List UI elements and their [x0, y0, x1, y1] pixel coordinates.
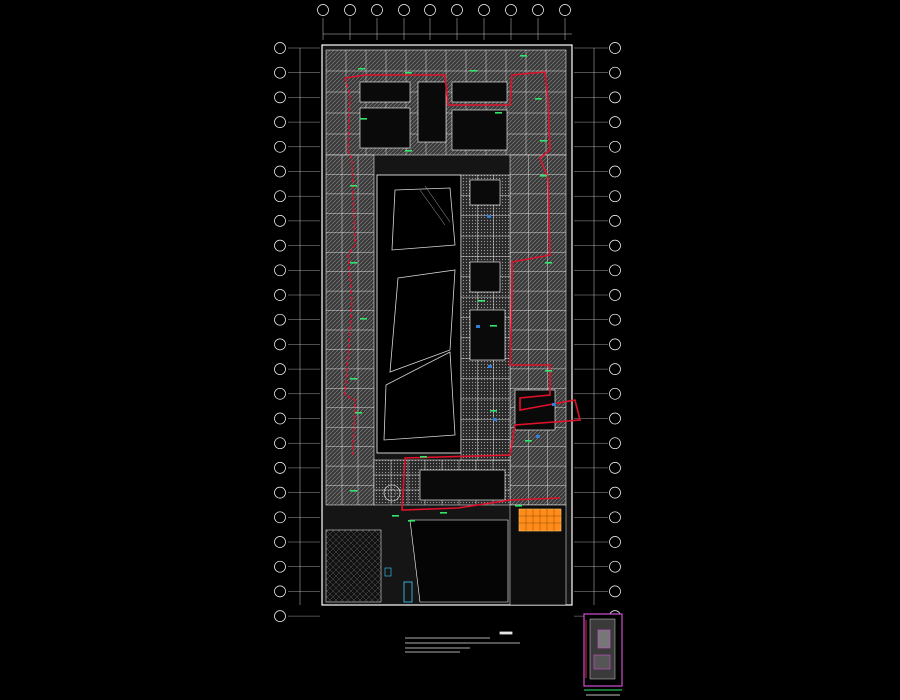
grid-bubble-left	[274, 363, 286, 375]
grid-bubble-left	[274, 239, 286, 252]
grid-bubble-right	[609, 585, 621, 598]
grid-bubble-left	[274, 215, 286, 227]
drawing-notes	[405, 631, 520, 653]
grid-bubble-left	[274, 264, 286, 277]
grid-bubble-right	[609, 66, 621, 79]
grid-bubble-right	[609, 215, 621, 227]
entry-circle	[383, 484, 401, 502]
building-envelope	[321, 44, 573, 606]
grid-bubble-right	[609, 387, 621, 400]
grid-bubble-left	[274, 91, 286, 104]
grid-bubble-top	[317, 4, 329, 16]
grid-bubble-right	[609, 536, 621, 548]
grid-bubble-left	[274, 437, 286, 450]
grid-bubble-left	[274, 66, 286, 79]
grid-bubble-right	[609, 338, 621, 351]
grid-bubble-left	[274, 486, 286, 499]
courtyard-polygon-middle	[389, 269, 456, 373]
grid-bubble-top	[398, 4, 410, 16]
grid-bubble-left	[274, 289, 286, 301]
central-courtyard	[376, 174, 462, 454]
grid-bubble-right	[609, 264, 621, 277]
grid-bubble-right	[609, 239, 621, 252]
grid-bubble-right	[609, 412, 621, 425]
grid-axis-lines	[288, 18, 608, 617]
south-atrium	[409, 519, 509, 603]
cyan-detail	[403, 581, 413, 603]
grid-bubble-top	[532, 4, 544, 16]
courtyard-polygon-north	[391, 187, 456, 251]
courtyard-polygon-south	[383, 351, 456, 441]
grid-bubble-right	[609, 437, 621, 450]
grid-bubble-right	[609, 165, 621, 178]
grid-bubble-left	[274, 610, 286, 622]
grid-bubble-top	[371, 4, 383, 16]
grid-axis-bubbles	[274, 4, 621, 622]
grid-bubble-left	[274, 560, 286, 573]
grid-bubble-left	[274, 412, 286, 425]
grid-bubble-left	[274, 42, 286, 54]
grid-bubble-right	[609, 363, 621, 375]
grid-bubble-right	[609, 462, 621, 474]
grid-bubble-left	[274, 536, 286, 548]
grid-bubble-left	[274, 116, 286, 128]
grid-bubble-left	[274, 585, 286, 598]
grid-bubble-left	[274, 338, 286, 351]
grid-bubble-right	[609, 486, 621, 499]
grid-bubble-left	[274, 165, 286, 178]
grid-bubble-left	[274, 462, 286, 474]
grid-bubble-right	[609, 289, 621, 301]
room-partitions	[326, 50, 566, 505]
equipment-tags	[350, 55, 556, 522]
grid-bubble-top	[424, 4, 436, 16]
key-plan-legend	[583, 613, 623, 696]
grid-bubble-left	[274, 190, 286, 203]
grid-bubble-left	[274, 511, 286, 524]
grid-bubble-right	[609, 42, 621, 54]
grid-bubble-right	[609, 511, 621, 524]
grid-bubble-left	[274, 140, 286, 153]
grid-bubble-right	[609, 313, 621, 326]
grid-bubble-right	[609, 116, 621, 128]
grid-bubble-top	[478, 4, 490, 16]
grid-bubble-top	[451, 4, 463, 16]
evacuation-route	[344, 71, 582, 511]
south-entry-plaza	[325, 529, 382, 603]
grid-bubble-top	[505, 4, 517, 16]
grid-bubble-right	[609, 140, 621, 153]
grid-bubble-top	[344, 4, 356, 16]
grid-bubble-right	[609, 190, 621, 203]
grid-bubble-top	[559, 4, 571, 16]
grid-bubble-right	[609, 91, 621, 104]
grid-bubble-left	[274, 387, 286, 400]
grid-bubble-right	[609, 560, 621, 573]
grid-bubble-left	[274, 313, 286, 326]
evacuation-route-west	[344, 77, 356, 456]
